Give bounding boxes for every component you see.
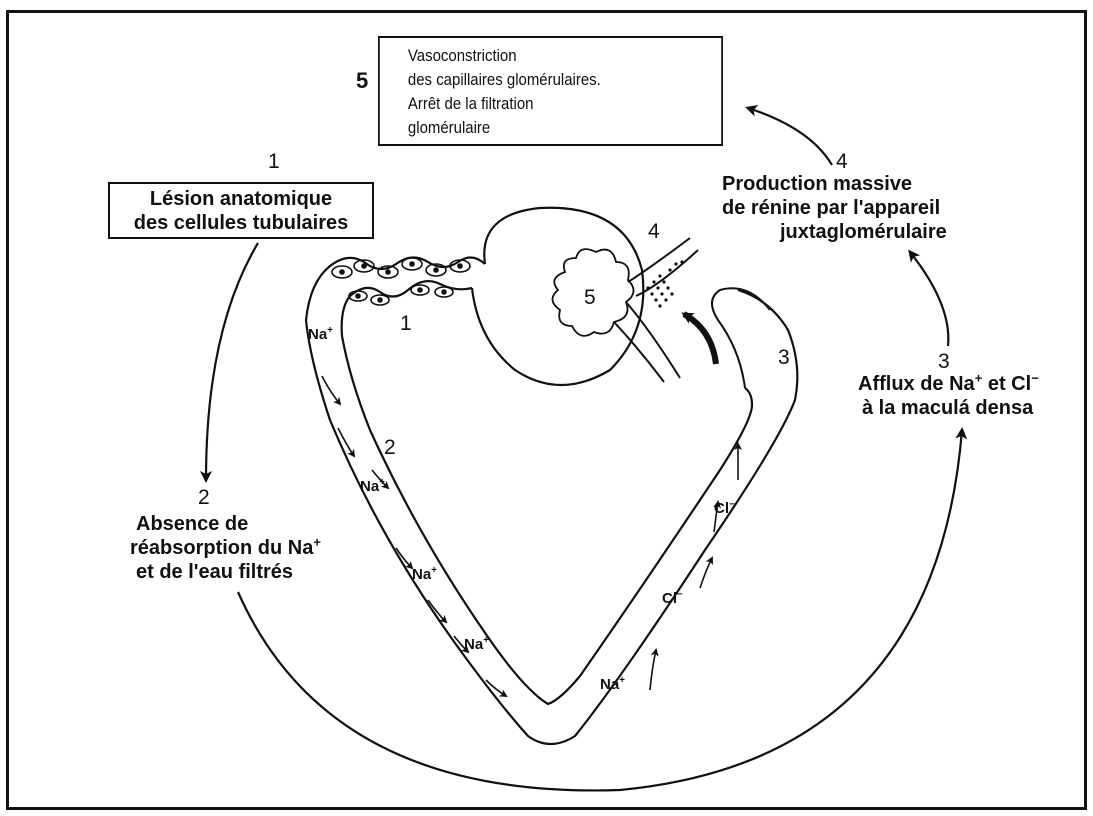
tubule-inner-wall <box>342 281 752 704</box>
step4-line: de rénine par l'appareil <box>722 196 947 220</box>
flow-arrow-macula <box>684 314 716 364</box>
box5-vasoconstriction: Vasoconstriction des capillaires gloméru… <box>378 36 723 146</box>
tubular-cells <box>332 258 470 305</box>
step2-line-na: réabsorption du Na+ <box>130 536 321 560</box>
box5-line: Arrêt de la filtration <box>408 92 721 116</box>
nephron-label-2: 2 <box>384 436 396 460</box>
box5-number: 5 <box>356 68 368 94</box>
ion-na: Na+ <box>412 566 437 583</box>
ion-na: Na+ <box>600 676 625 693</box>
cycle-arrow-2-to-3 <box>238 430 962 790</box>
cycle-arrow-1-to-2 <box>206 243 258 480</box>
step3-number: 3 <box>938 350 950 374</box>
ion-na: Na+ <box>360 478 385 495</box>
step2-line: Absence de <box>136 512 321 536</box>
step4-text: Production massive de rénine par l'appar… <box>722 172 947 244</box>
cycle-arrow-4-to-5 <box>748 108 832 165</box>
box1-line: des cellules tubulaires <box>110 211 372 235</box>
afferent-arteriole <box>628 238 698 296</box>
nephron-label-4: 4 <box>648 220 660 244</box>
box5-line: des capillaires glomérulaires. <box>408 68 721 92</box>
box5-line: glomérulaire <box>408 116 721 140</box>
step2-number: 2 <box>198 486 210 510</box>
step2-line: et de l'eau filtrés <box>136 560 321 584</box>
nephron-label-3: 3 <box>778 346 790 370</box>
box1-line: Lésion anatomique <box>110 187 372 211</box>
nephron-label-1: 1 <box>400 312 412 336</box>
box1-number: 1 <box>268 150 280 174</box>
ascending-limb <box>712 288 770 388</box>
step3-line-1: Afflux de Na+ et Cl− <box>858 372 1039 396</box>
box1-lesion: Lésion anatomique des cellules tubulaire… <box>108 182 374 239</box>
step4-number: 4 <box>836 150 848 174</box>
step4-line: juxtaglomérulaire <box>780 220 947 244</box>
ion-na: Na+ <box>308 326 333 343</box>
step3-text: Afflux de Na+ et Cl− à la maculá densa <box>858 372 1039 420</box>
ion-na: Na+ <box>464 636 489 653</box>
efferent-arteriole <box>614 302 680 382</box>
step2-text: Absence de réabsorption du Na+ et de l'e… <box>136 512 321 584</box>
step4-line: Production massive <box>722 172 947 196</box>
ion-cl: Cl− <box>714 500 735 517</box>
ion-cl: Cl− <box>662 590 683 607</box>
cycle-arrow-3-to-4 <box>910 252 948 346</box>
nephron-label-5: 5 <box>584 286 596 310</box>
box5-line: Vasoconstriction <box>408 44 721 68</box>
bowman-capsule <box>472 208 643 385</box>
step3-line-2: à la maculá densa <box>862 396 1039 420</box>
